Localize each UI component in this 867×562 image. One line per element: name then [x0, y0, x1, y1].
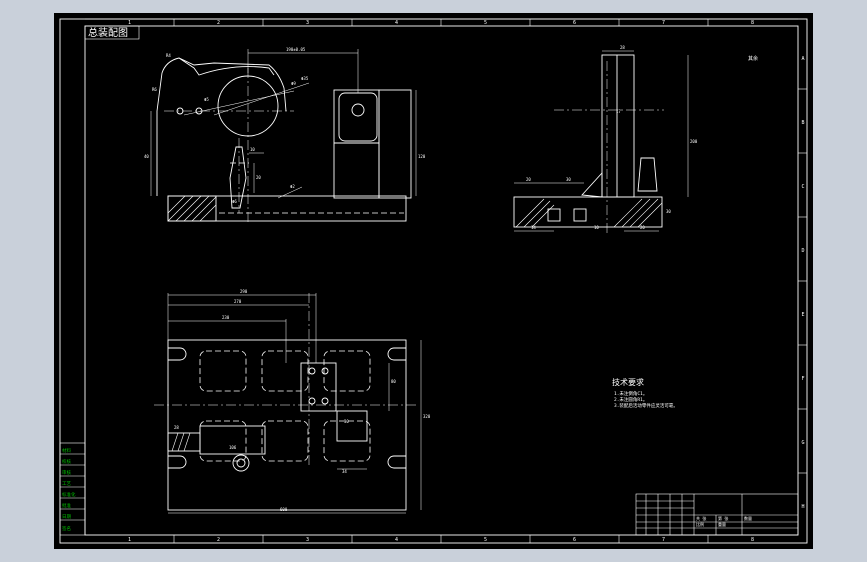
front-view: 190±0.05 R4 R6 Φ5 Φ9 Φ35 10 20 40 Φ6 120…	[144, 47, 426, 223]
column-zone-ticks	[85, 18, 798, 543]
svg-text:20: 20	[526, 177, 531, 182]
zone-row-label: A	[801, 56, 804, 62]
plan-view: 290 270 230 28 80 30 34 106 600 320	[154, 289, 431, 514]
svg-text:14: 14	[531, 225, 536, 230]
zone-column-label: 3	[306, 20, 309, 26]
hatch-side-right	[613, 198, 663, 228]
svg-text:第 张: 第 张	[718, 515, 728, 521]
svg-text:20: 20	[256, 175, 261, 180]
zone-row-label: D	[801, 248, 804, 254]
title-block: 共 张 第 张 比例 重量 数量	[635, 493, 799, 536]
svg-text:Φ2: Φ2	[290, 184, 295, 189]
zone-column-label: 4	[395, 537, 398, 543]
svg-text:320: 320	[423, 414, 431, 419]
zone-row-label: E	[801, 312, 804, 318]
zone-row-label: B	[801, 120, 804, 126]
svg-text:Φ5: Φ5	[204, 97, 209, 102]
zone-column-label: 5	[484, 537, 487, 543]
svg-text:40: 40	[144, 154, 149, 159]
svg-text:Φ6: Φ6	[232, 199, 237, 204]
svg-text:2.未注圆角R1。: 2.未注圆角R1。	[614, 396, 647, 403]
zone-column-label: 8	[751, 537, 754, 543]
svg-text:34: 34	[342, 469, 347, 474]
zone-column-label: 4	[395, 20, 398, 26]
svg-text:共 张: 共 张	[696, 515, 706, 521]
svg-text:20: 20	[640, 225, 645, 230]
zone-row-label: G	[801, 440, 804, 446]
left-revision-table: 材料 校核 审核 工艺 标准化 批准 日期 签名	[59, 442, 86, 536]
svg-text:270: 270	[234, 299, 242, 304]
svg-text:标准化: 标准化	[62, 491, 76, 498]
svg-text:3.装配后活动零件应灵活可靠。: 3.装配后活动零件应灵活可靠。	[614, 402, 678, 409]
zone-column-label: 6	[573, 537, 576, 543]
svg-text:比例: 比例	[696, 521, 704, 527]
svg-text:290: 290	[240, 289, 248, 294]
svg-text:230: 230	[222, 315, 230, 320]
hatch-left	[167, 195, 217, 222]
svg-text:190±0.05: 190±0.05	[286, 47, 306, 52]
side-view: 28 200 20 30 14 20 30 10 17	[513, 45, 698, 233]
zone-row-label: H	[801, 504, 804, 510]
technical-notes: 技术要求 1.未注倒角C1。 2.未注圆角R1。 3.装配后活动零件应灵活可靠。	[612, 377, 678, 409]
svg-text:1.未注倒角C1。: 1.未注倒角C1。	[614, 390, 647, 397]
zone-column-label: 2	[217, 537, 220, 543]
zone-column-label: 1	[128, 20, 131, 26]
svg-text:17: 17	[616, 109, 621, 114]
svg-text:工艺: 工艺	[62, 481, 71, 487]
svg-text:80: 80	[391, 379, 396, 384]
svg-text:106: 106	[229, 445, 237, 450]
zone-column-label: 3	[306, 537, 309, 543]
zone-column-label: 1	[128, 537, 131, 543]
svg-text:600: 600	[280, 507, 288, 512]
svg-text:10: 10	[594, 225, 599, 230]
zone-column-label: 6	[573, 20, 576, 26]
svg-text:10: 10	[250, 147, 255, 152]
svg-text:审核: 审核	[62, 469, 71, 476]
svg-text:30: 30	[566, 177, 571, 182]
svg-text:批准: 批准	[62, 502, 71, 509]
hatch-plan	[171, 432, 191, 452]
svg-text:数量: 数量	[744, 515, 752, 521]
outer-frame	[59, 18, 808, 544]
svg-text:28: 28	[620, 45, 625, 50]
zone-row-label: C	[801, 184, 804, 190]
svg-text:30: 30	[666, 209, 671, 214]
zone-column-label: 8	[751, 20, 754, 26]
svg-text:校核: 校核	[62, 458, 71, 465]
zone-row-label: F	[801, 376, 804, 382]
svg-text:重量: 重量	[718, 521, 726, 527]
svg-text:R6: R6	[152, 87, 157, 92]
drawing-title-box	[84, 25, 140, 40]
zone-column-label: 5	[484, 20, 487, 26]
svg-text:日期: 日期	[62, 514, 71, 520]
drawing-title: 总装配图	[88, 26, 128, 39]
svg-text:Φ9: Φ9	[291, 81, 296, 86]
zone-column-label: 7	[662, 537, 665, 543]
svg-text:技术要求: 技术要求	[612, 377, 644, 387]
zone-column-label: 7	[662, 20, 665, 26]
svg-text:Φ35: Φ35	[301, 76, 309, 81]
svg-text:签名: 签名	[62, 525, 71, 532]
zone-column-label: 2	[217, 20, 220, 26]
svg-text:200: 200	[690, 139, 698, 144]
svg-text:28: 28	[174, 425, 179, 430]
svg-text:材料: 材料	[62, 447, 71, 454]
row-zone-ticks	[798, 88, 807, 474]
svg-text:R4: R4	[166, 53, 171, 58]
svg-text:120: 120	[418, 154, 426, 159]
svg-text:30: 30	[344, 419, 349, 424]
surface-mark: 其余	[748, 55, 758, 62]
inner-frame	[84, 25, 799, 536]
